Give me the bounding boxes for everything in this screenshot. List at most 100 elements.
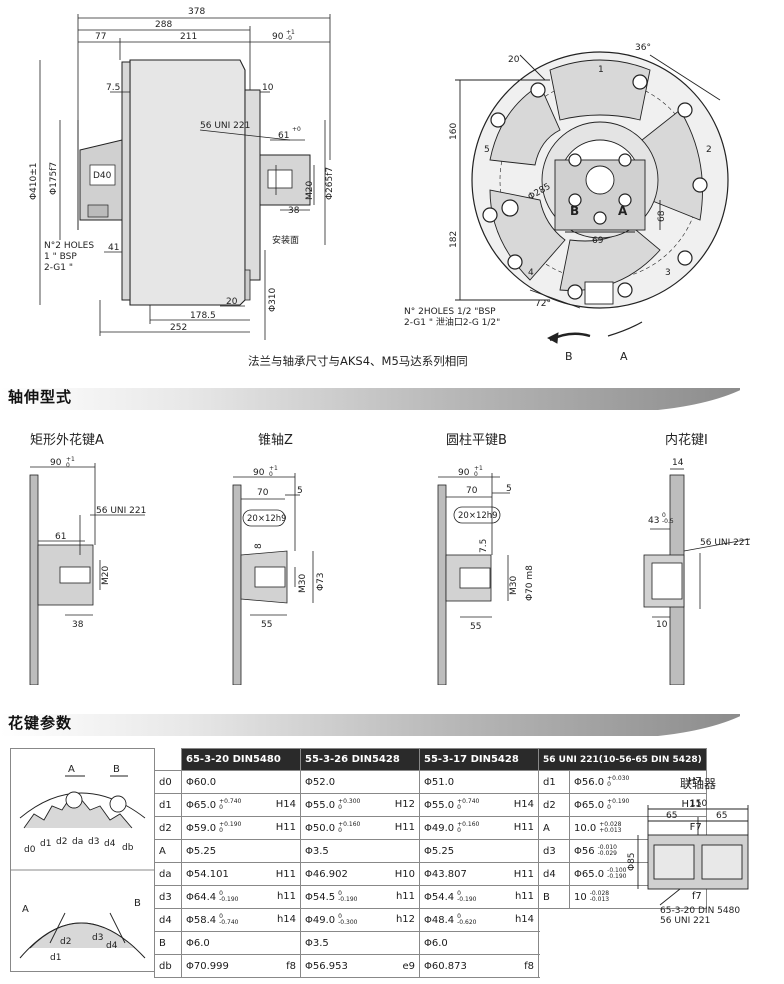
tolerance-upper: +0.190 [219, 821, 242, 828]
shaft-i-uni: 56 UNI 221 [700, 538, 750, 548]
spline-profile-diagram: A B d0 d1 d2 da d3 d4 db A B d2 d3 d4 d1 [10, 748, 155, 972]
spline-label-d4: d4 [104, 839, 116, 849]
tolerance-upper: 0 [338, 913, 342, 920]
cell-value: Φ6.0 [424, 937, 448, 949]
shaft-b-tol-up: +1 [474, 465, 483, 472]
dim-252: 252 [170, 323, 187, 333]
shaft-z-dim-90: 90 [253, 468, 265, 478]
spline-spec: 56 UNI 221 [200, 121, 250, 131]
front-dim-36: 36° [635, 43, 651, 53]
dim-41: 41 [108, 243, 119, 253]
tolerance-upper: +0.300 [338, 798, 361, 805]
tolerance-lower: 0 [457, 827, 461, 834]
row-key: d4 [154, 908, 182, 932]
dim-20: 20 [226, 297, 238, 307]
cell-value: Φ59.0 [186, 823, 217, 834]
shaft-b-drawing: 90 +1 0 70 5 20×12h9 7.5 M30 Φ70 m8 55 [437, 465, 535, 685]
cell-fit: f7 [691, 891, 702, 902]
spline-label-d1b: d1 [50, 953, 61, 963]
cell-value: Φ54.101 [186, 868, 229, 880]
tolerance-lower: 0 [457, 804, 461, 811]
shaft-z-dim-55: 55 [261, 620, 272, 630]
cell-fit: h11 [514, 891, 534, 902]
rotation-B: B [565, 350, 573, 363]
cell-value: 10 [574, 892, 587, 903]
shaft-a-drawing: 90 +1 0 56 UNI 221 61 M20 38 [29, 456, 146, 685]
cell-tolerance: -0.100-0.190 [607, 868, 626, 880]
tolerance-upper: 0 [219, 890, 223, 897]
row-key: d3 [537, 839, 571, 863]
tolerance-upper: -0.100 [607, 867, 627, 874]
row-key: da [154, 862, 182, 886]
front-dim-20: 20 [508, 55, 520, 65]
tolerance-upper: +0.740 [219, 798, 242, 805]
row-key: d2 [154, 816, 182, 840]
table-header: 55-3-26 DIN5428 [300, 748, 420, 771]
tolerance-upper: +0.028 [599, 821, 622, 828]
shaft-a-dim-90: 90 [50, 458, 62, 468]
table-header: 65-3-20 DIN5480 [181, 748, 301, 771]
dim-61-tol: +0 [292, 126, 301, 133]
dim-38: 38 [288, 206, 300, 216]
shaft-z-dim-8: 8 [254, 543, 264, 549]
cell-tolerance: 0-0.620 [457, 914, 476, 926]
row-key: B [537, 885, 571, 909]
cell-value: Φ3.5 [305, 845, 329, 857]
empty-cell [539, 955, 707, 978]
table-cell: Φ3.5 [300, 931, 420, 955]
tolerance-lower: 0 [607, 804, 611, 811]
spline-label-d1: d1 [40, 839, 51, 849]
tolerance-lower: 0 [607, 781, 611, 788]
shaft-b-tol-lo: 0 [474, 471, 478, 478]
cell-tolerance: 0-0.190 [338, 891, 357, 903]
coupling-drawing: 150 65 65 Φ85 65-3-20 DIN 5480 56 UNI 22… [627, 799, 749, 926]
shaft-title-b: 圆柱平键B [446, 433, 507, 448]
cell-value: Φ54.4 [424, 892, 455, 903]
cell-value: Φ43.807 [424, 868, 467, 880]
cell-tolerance: -0.028-0.013 [590, 891, 609, 903]
spline-label-B: B [113, 764, 120, 775]
holes-label-2: 1 " BSP [44, 252, 77, 262]
front-dim-182: 182 [449, 231, 459, 248]
cell-value: Φ60.873 [424, 960, 467, 972]
dim-M20: M20 [305, 181, 315, 200]
shaft-z-tol-lo: 0 [269, 471, 273, 478]
shaft-b-dim-5: 5 [506, 484, 512, 494]
cell-fit: h11 [276, 891, 296, 902]
row-key: A [537, 816, 571, 840]
shaft-b-key: 20×12h9 [458, 511, 498, 521]
shaft-b-dim-70: 70 [466, 486, 478, 496]
cell-value: Φ65.0 [574, 800, 605, 811]
cell-fit: h14 [514, 914, 534, 925]
row-key: d4 [537, 862, 571, 886]
tolerance-upper: +0.190 [607, 798, 630, 805]
table-cell: Φ6.0 [419, 931, 539, 955]
section-banner-shaft: 轴伸型式 [0, 382, 784, 412]
cell-tolerance: +0.028+0.013 [599, 822, 621, 834]
table-cell: Φ5.25 [181, 839, 301, 863]
tolerance-lower: -0.029 [597, 850, 617, 857]
rotation-A: A [620, 350, 628, 363]
coupling-title: 联轴器 [680, 777, 717, 791]
tolerance-upper: 0 [219, 913, 223, 920]
row-key: db [154, 954, 182, 978]
holes-label-3: 2-G1 " [44, 263, 73, 273]
coupling-dim-65b: 65 [716, 811, 727, 821]
cell-value: 10.0 [574, 823, 597, 834]
cell-value: Φ52.0 [305, 776, 336, 788]
shaft-i-drawing: 14 43 0 -0.5 56 UNI 221 10 [643, 458, 750, 685]
cell-fit: h12 [395, 914, 415, 925]
cell-value: Φ48.4 [424, 915, 455, 926]
sector-2: 2 [706, 145, 712, 155]
